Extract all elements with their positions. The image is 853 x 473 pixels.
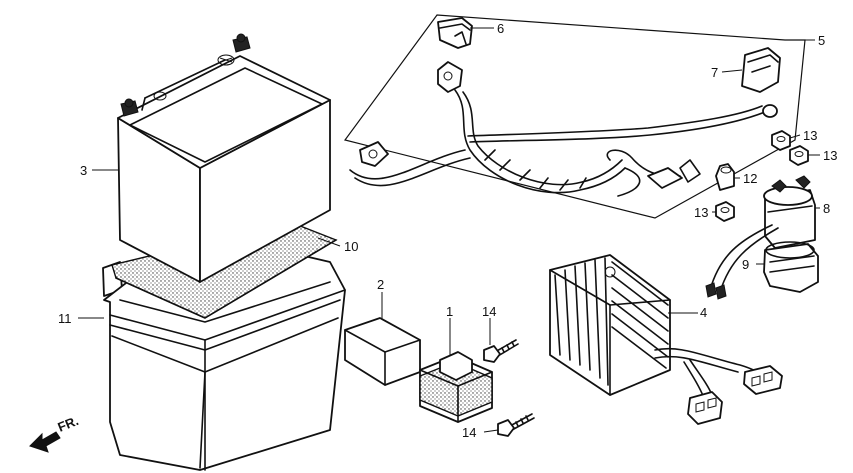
regulator-rectifier [549,254,783,425]
starter-relay [705,175,816,300]
callout-7: 7 [711,65,718,80]
front-arrow-icon [29,431,61,453]
callout-13-top: 13 [803,128,817,143]
leader-lines [78,27,820,433]
callout-14-upper: 14 [482,304,496,319]
nut-13-lower [715,201,735,222]
callout-12: 12 [743,171,757,186]
front-direction-indicator: FR. [29,413,81,453]
battery [117,33,331,283]
terminal-cover-7 [741,47,781,93]
nut-13-top [771,130,791,151]
wire-harness-group-outline [343,14,806,219]
nut-13-middle [789,145,809,166]
callout-8: 8 [823,201,830,216]
battery-cables [349,61,778,197]
callout-14-lower: 14 [462,425,476,440]
callout-4: 4 [700,305,707,320]
callout-1: 1 [446,304,453,319]
bolt-14-upper [483,339,519,363]
control-unit [344,317,421,386]
callout-3: 3 [80,163,87,178]
callout-9: 9 [742,257,749,272]
callout-13-lower: 13 [694,205,708,220]
cap-nut-12 [715,163,735,191]
callout-11: 11 [58,311,72,326]
callout-10: 10 [344,239,358,254]
bolt-14-lower [497,413,535,437]
callout-5: 5 [818,33,825,48]
callout-6: 6 [497,21,504,36]
relay-module [419,351,493,423]
callout-2: 2 [377,277,384,292]
front-label: FR. [56,413,81,435]
callout-13-middle: 13 [823,148,837,163]
terminal-cover-6 [437,17,473,49]
relay-cover [763,241,819,293]
